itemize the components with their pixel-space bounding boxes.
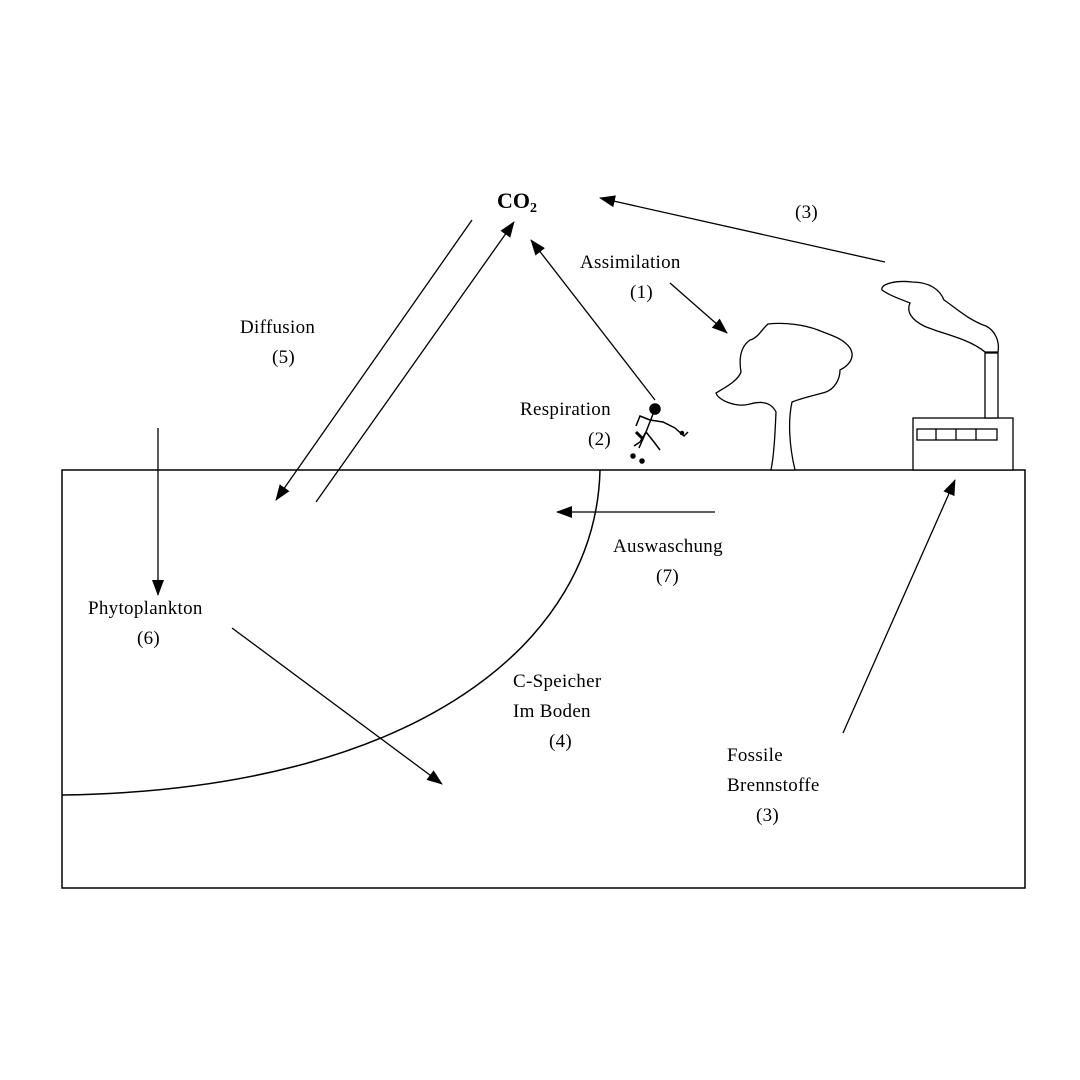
fossil-label-line1: Fossile: [727, 745, 783, 766]
arrow-respiration-to-co2: [530, 239, 656, 401]
co2-label: CO2: [497, 190, 537, 216]
arrow-fossil-to-factory: [842, 479, 956, 734]
tree-icon: [715, 322, 853, 471]
fossil-label-line2: Brennstoffe: [727, 775, 820, 796]
factory-icon: [881, 280, 1014, 471]
respiration-number: (2): [588, 429, 612, 450]
diffusion-label: Diffusion: [240, 317, 316, 338]
factory-flux-number: (3): [795, 202, 819, 223]
arrow-diffusion-down: [275, 219, 473, 501]
auswaschung-number: (7): [656, 566, 680, 587]
co2-text: CO: [497, 188, 530, 213]
diffusion-number: (5): [272, 347, 296, 368]
storage-number: (4): [549, 731, 573, 752]
auswaschung-label: Auswaschung: [613, 536, 723, 557]
arrow-factory-to-co2: [599, 195, 886, 263]
phytoplankton-number: (6): [137, 628, 161, 649]
arrow-phytoplankton-to-storage: [231, 627, 443, 785]
respiration-label: Respiration: [520, 399, 611, 420]
fossil-number: (3): [756, 805, 780, 826]
arrow-diffusion-up: [315, 221, 515, 503]
storage-label-line2: Im Boden: [513, 701, 591, 722]
assimilation-number: (1): [630, 282, 654, 303]
co2-subscript: 2: [530, 201, 537, 216]
assimilation-label: Assimilation: [580, 252, 681, 273]
storage-label-line1: C-Speicher: [513, 671, 602, 692]
person-icon: [630, 403, 689, 464]
arrow-assimilation-to-tree: [669, 282, 728, 334]
ground-box: [61, 469, 1026, 889]
phytoplankton-label: Phytoplankton: [88, 598, 203, 619]
soil-storage-boundary: [61, 469, 601, 796]
